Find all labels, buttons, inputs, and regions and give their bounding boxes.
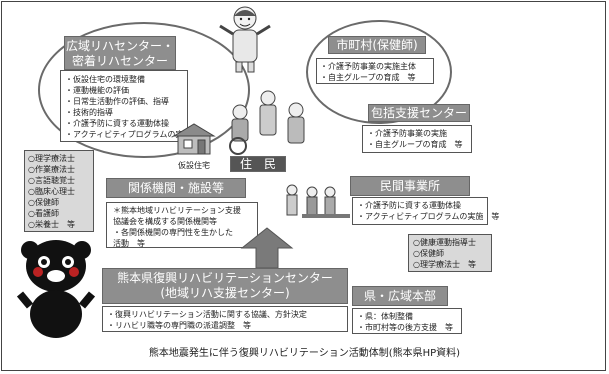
list-item: ・アクティビティプログラムの実施 等 — [357, 212, 500, 221]
private-staff-box: ○健康運動指導士 ○保健師 ○理学療法士 等 — [408, 234, 492, 272]
center-header-line1: 熊本県復興リハビリテーションセンター — [117, 271, 333, 285]
list-item: ・介護予防事業の実施主体 — [320, 62, 416, 71]
comprehensive-list: ・介護予防事業の実施 ・自主グループの育成 等 — [367, 128, 467, 150]
list-item: ・アクティビティプログラムの実施 — [65, 130, 192, 139]
list-item: ○理学療法士 — [28, 154, 75, 163]
list-item: ○理学療法士 等 — [413, 260, 476, 269]
prefecture-list-box: ・県：体制整備 ・市町村等の後方支援 等 — [352, 308, 462, 334]
list-item: ・介護予防に資する運動体操 — [65, 119, 169, 128]
mascot-bear-icon — [16, 240, 96, 338]
list-item: ○保健師 — [413, 249, 444, 258]
list-item: ・技術的指導 — [65, 108, 113, 117]
center-header: 熊本県復興リハビリテーションセンター (地域リハ支援センター) — [102, 268, 348, 304]
list-item: ・県：体制整備 — [357, 312, 413, 321]
regional-header-line2: 密着リハセンター — [71, 54, 168, 68]
list-item: ○保健師 — [28, 198, 59, 207]
temporary-housing-icon — [172, 123, 216, 155]
list-item: ・自主グループの育成 等 — [320, 73, 416, 82]
regional-list: ・仮設住宅の環境整備 ・運動機能の評価 ・日常生活動作の評価、指導 ・技術的指導… — [65, 74, 192, 140]
exercise-group-illustration-icon — [286, 184, 350, 218]
list-item: ・介護予防事業の実施 — [367, 129, 447, 138]
list-item: ○看護師 — [28, 209, 59, 218]
municipality-list-box: ・介護予防事業の実施主体 ・自主グループの育成 等 — [316, 58, 434, 84]
list-item: ・各関係機関の専門性を生かした — [113, 228, 233, 237]
list-item: 活動 等 — [113, 239, 145, 248]
list-item: ・日常生活動作の評価、指導 — [65, 97, 169, 106]
private-list: ・介護予防に資する運動体操 ・アクティビティプログラムの実施 等 — [357, 200, 500, 222]
list-item: ＊熊本地域リハビリテーション支援 — [113, 206, 241, 215]
list-item: ・リハビリ職等の専門職の派遣調整 等 — [107, 321, 251, 330]
list-item: ・介護予防に資する運動体操 — [357, 201, 461, 210]
related-header: 関係機関・施設等 — [106, 178, 246, 198]
list-item: ○健康運動指導士 — [413, 238, 476, 247]
list-item: ○言語聴覚士 — [28, 176, 75, 185]
residents-label: 住 民 — [230, 156, 286, 172]
list-item: ・復興リハビリテーション活動に関する協議、方針決定 — [107, 310, 307, 319]
private-staff-list: ○健康運動指導士 ○保健師 ○理学療法士 等 — [413, 237, 487, 270]
regional-staff-list: ○理学療法士 ○作業療法士 ○言語聴覚士 ○臨床心理士 ○保健師 ○看護師 ○栄… — [28, 153, 90, 230]
private-list-box: ・介護予防に資する運動体操 ・アクティビティプログラムの実施 等 — [352, 197, 500, 225]
list-item: ○作業療法士 — [28, 165, 75, 174]
prefecture-list: ・県：体制整備 ・市町村等の後方支援 等 — [357, 311, 457, 333]
list-item: ・仮設住宅の環境整備 — [65, 75, 145, 84]
list-item: ○栄養士 等 — [28, 220, 75, 229]
temporary-housing-label: 仮設住宅 — [178, 161, 210, 170]
list-item: ○臨床心理士 — [28, 187, 75, 196]
list-item: ・自主グループの育成 等 — [367, 140, 463, 149]
municipality-list: ・介護予防事業の実施主体 ・自主グループの育成 等 — [320, 61, 430, 83]
prefecture-header: 県・広域本部 — [352, 286, 448, 306]
center-list: ・復興リハビリテーション活動に関する協議、方針決定 ・リハビリ職等の専門職の派遣… — [107, 309, 343, 331]
center-list-box: ・復興リハビリテーション活動に関する協議、方針決定 ・リハビリ職等の専門職の派遣… — [102, 306, 348, 332]
diagram-caption: 熊本地震発生に伴う復興リハビリテーション活動体制(熊本県HP資料) — [148, 348, 461, 359]
regional-staff-box: ○理学療法士 ○作業療法士 ○言語聴覚士 ○臨床心理士 ○保健師 ○看護師 ○栄… — [24, 150, 94, 232]
list-item: ・運動機能の評価 — [65, 86, 129, 95]
residents-group-illustration-icon — [229, 90, 305, 155]
related-list: ＊熊本地域リハビリテーション支援 協議会を構成する関係機関等 ・各関係機関の専門… — [113, 205, 251, 249]
regional-list-box: ・仮設住宅の環境整備 ・運動機能の評価 ・日常生活動作の評価、指導 ・技術的指導… — [60, 70, 192, 142]
list-item: 協議会を構成する関係機関等 — [113, 217, 217, 226]
comprehensive-list-box: ・介護予防事業の実施 ・自主グループの育成 等 — [362, 125, 472, 153]
related-list-box: ＊熊本地域リハビリテーション支援 協議会を構成する関係機関等 ・各関係機関の専門… — [106, 202, 258, 248]
up-arrow-icon — [240, 227, 294, 269]
municipality-header: 市町村(保健師) — [328, 36, 426, 54]
nurse-illustration-icon — [219, 6, 271, 73]
regional-header-line1: 広域リハセンター・ — [65, 39, 174, 53]
regional-header: 広域リハセンター・ 密着リハセンター — [64, 36, 176, 70]
comprehensive-header: 包括支援センター — [368, 104, 470, 122]
center-header-line2: (地域リハ支援センター) — [160, 286, 290, 300]
private-header: 民間事業所 — [350, 176, 470, 196]
list-item: ・市町村等の後方支援 等 — [357, 323, 453, 332]
